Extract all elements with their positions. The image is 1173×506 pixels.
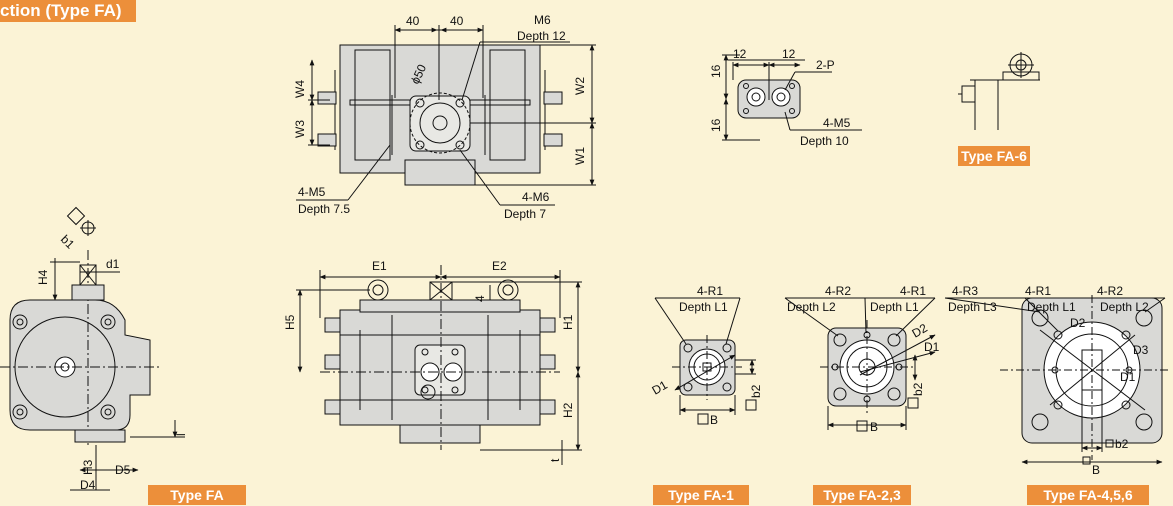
fa23-4-r2: 4-R2 <box>825 284 851 298</box>
side-view <box>0 206 185 491</box>
dim-b1: b1 <box>58 232 78 252</box>
fa456-depth-l2: Depth L2 <box>1100 300 1149 314</box>
dim-w1: W1 <box>573 147 587 165</box>
dim-d4: D4 <box>80 478 96 492</box>
badge-type-fa-2-3: Type FA-2,3 <box>813 485 911 505</box>
fa456-4-r1: 4-R1 <box>1025 284 1051 298</box>
fa456-d2: D2 <box>1070 316 1086 330</box>
fa456-d3: D3 <box>1133 343 1149 357</box>
port-detail <box>722 54 862 141</box>
dim-h5: H5 <box>283 314 297 330</box>
dim-w4: W4 <box>293 80 307 98</box>
fa456-4-r2: 4-R2 <box>1097 284 1123 298</box>
fa6-detail <box>958 52 1040 130</box>
port-tap-4-m5: 4-M5 <box>823 116 851 130</box>
fa23-d2: D2 <box>910 321 931 341</box>
dim-e2: E2 <box>492 259 507 273</box>
badge-type-fa: Type FA <box>148 485 246 505</box>
port-2-p: 2-P <box>816 58 835 72</box>
fa23-b: B <box>870 420 878 434</box>
tap-4-m6-depth: Depth 7 <box>504 207 546 221</box>
fa456-depth-l1: Depth L1 <box>1027 300 1076 314</box>
fa1-d1: D1 <box>650 378 671 398</box>
tap-4-m6: 4-M6 <box>522 190 550 204</box>
tap-4-m5-depth: Depth 7.5 <box>298 202 350 216</box>
badge-type-fa-4-5-6: Type FA-4,5,6 <box>1027 485 1149 505</box>
dim-d5: D5 <box>115 463 131 477</box>
dim-w3: W3 <box>293 120 307 138</box>
fa23-4-r1: 4-R1 <box>900 284 926 298</box>
fa23-depth-l2: Depth L2 <box>787 300 836 314</box>
tap-m6: M6 <box>534 13 551 27</box>
dim-h3: H3 <box>81 459 95 475</box>
section-title: ction (Type FA) <box>0 0 136 22</box>
tap-4-m5: 4-M5 <box>298 185 326 199</box>
fa23-depth-l1: Depth L1 <box>870 300 919 314</box>
dim-h1: H1 <box>561 314 575 330</box>
fa1-b: B <box>710 413 718 427</box>
badge-type-fa-6: Type FA-6 <box>958 146 1030 166</box>
dim-40-left: 40 <box>406 14 420 28</box>
dim-t: t <box>548 458 562 462</box>
dim-w2: W2 <box>573 77 587 95</box>
fa456-b2: b2 <box>1115 437 1129 451</box>
front-view <box>296 265 582 465</box>
fa1-depth-l1: Depth L1 <box>679 300 728 314</box>
dim-l: l <box>174 433 188 436</box>
tap-m6-depth: Depth 12 <box>517 29 566 43</box>
port-dim-12-left: 12 <box>733 47 747 61</box>
fa456-depth-l3: Depth L3 <box>948 300 997 314</box>
dim-h4: H4 <box>36 269 50 285</box>
dim-40-right: 40 <box>450 14 464 28</box>
fa456-d1: D1 <box>1120 370 1136 384</box>
dim-d1-small: d1 <box>106 257 120 271</box>
port-dim-16-bottom: 16 <box>709 118 723 132</box>
fa1-b2: b2 <box>749 384 763 398</box>
top-view <box>296 25 596 206</box>
fa1-4-r1: 4-R1 <box>697 284 723 298</box>
fa23-d1: D1 <box>924 340 940 354</box>
fa23-flange <box>784 297 936 432</box>
fa1-flange <box>654 297 757 425</box>
port-dim-12-right: 12 <box>782 47 796 61</box>
fa23-b2: b2 <box>911 382 925 396</box>
dim-h2: H2 <box>561 402 575 418</box>
port-tap-depth-10: Depth 10 <box>800 134 849 148</box>
dim-e1: E1 <box>372 259 387 273</box>
port-dim-16-top: 16 <box>709 64 723 78</box>
fa456-flange <box>944 295 1170 465</box>
dim-4: 4 <box>473 295 487 302</box>
badge-type-fa-1: Type FA-1 <box>653 485 749 505</box>
fa456-b: B <box>1092 463 1100 477</box>
fa456-4-r3: 4-R3 <box>952 284 978 298</box>
